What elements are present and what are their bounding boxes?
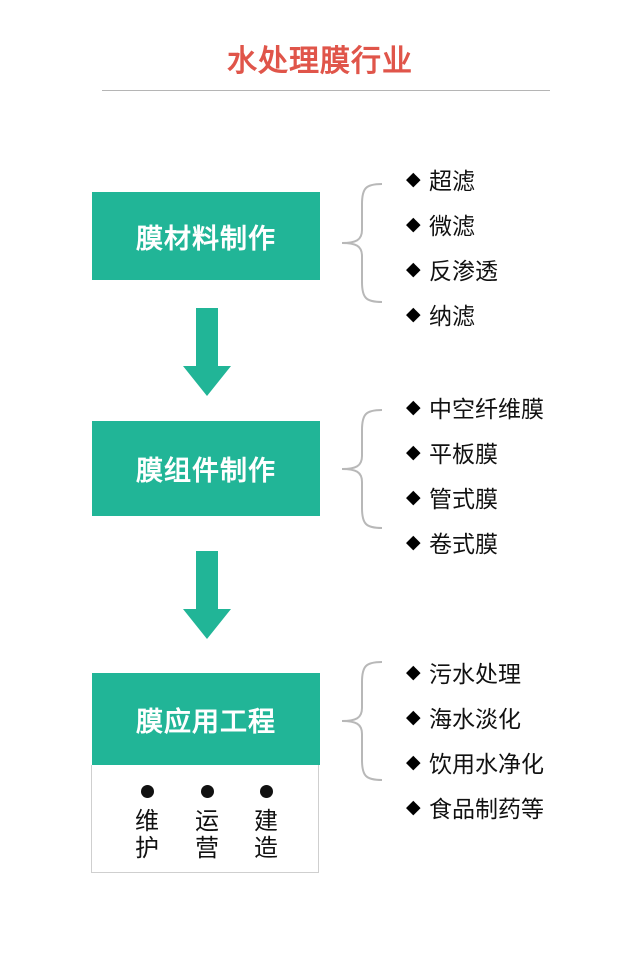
diamond-bullet-icon: ◆: [406, 167, 421, 190]
down-arrow-shape: [183, 551, 231, 639]
sub-item-operation: 运营: [187, 785, 227, 862]
list-item-label: 中空纤维膜: [429, 396, 544, 423]
list-item-label: 反渗透: [429, 258, 498, 285]
list-item: ◆ 中空纤维膜: [406, 384, 544, 429]
module-type-list: ◆ 中空纤维膜 ◆ 平板膜 ◆ 管式膜 ◆ 卷式膜: [406, 384, 544, 564]
material-type-list: ◆ 超滤 ◆ 微滤 ◆ 反渗透 ◆ 纳滤: [406, 156, 498, 336]
list-item: ◆ 微滤: [406, 201, 498, 246]
stage-box-membrane-application: 膜应用工程: [92, 673, 320, 765]
sub-item-label: 运营: [195, 807, 219, 862]
diamond-bullet-icon: ◆: [406, 302, 421, 325]
left-brace-icon: [341, 661, 383, 781]
stage-box-membrane-material: 膜材料制作: [92, 192, 320, 280]
page-title: 水处理膜行业: [227, 44, 413, 79]
list-item: ◆ 食品制药等: [406, 784, 544, 829]
sub-item-maintenance: 维护: [127, 785, 167, 862]
left-brace-icon: [341, 183, 383, 303]
diamond-bullet-icon: ◆: [406, 257, 421, 280]
list-item: ◆ 纳滤: [406, 291, 498, 336]
sub-item-label: 建造: [254, 807, 278, 862]
list-item-label: 饮用水净化: [429, 751, 544, 778]
dot-icon: [259, 785, 273, 798]
diamond-bullet-icon: ◆: [406, 660, 421, 683]
diamond-bullet-icon: ◆: [406, 440, 421, 463]
diamond-bullet-icon: ◆: [406, 212, 421, 235]
dot-icon: [140, 785, 154, 798]
diamond-bullet-icon: ◆: [406, 705, 421, 728]
stage-box-membrane-module: 膜组件制作: [92, 421, 320, 516]
list-item: ◆ 饮用水净化: [406, 739, 544, 784]
list-item-label: 管式膜: [429, 486, 498, 513]
sub-item-construction: 建造: [246, 785, 286, 862]
list-item-label: 食品制药等: [429, 796, 544, 823]
diamond-bullet-icon: ◆: [406, 750, 421, 773]
application-type-list: ◆ 污水处理 ◆ 海水淡化 ◆ 饮用水净化 ◆ 食品制药等: [406, 649, 544, 829]
list-item: ◆ 卷式膜: [406, 519, 544, 564]
sub-item-label: 维护: [135, 807, 159, 862]
application-sub-box: 维护 运营 建造: [91, 765, 319, 873]
down-arrow-1: [183, 308, 231, 396]
list-item-label: 卷式膜: [429, 531, 498, 558]
diamond-bullet-icon: ◆: [406, 530, 421, 553]
list-item: ◆ 平板膜: [406, 429, 544, 474]
left-brace-icon: [341, 409, 383, 529]
list-item: ◆ 管式膜: [406, 474, 544, 519]
dot-icon: [200, 785, 214, 798]
list-item-label: 超滤: [429, 168, 475, 195]
list-item: ◆ 污水处理: [406, 649, 544, 694]
diamond-bullet-icon: ◆: [406, 485, 421, 508]
list-item-label: 纳滤: [429, 303, 475, 330]
list-item: ◆ 超滤: [406, 156, 498, 201]
diamond-bullet-icon: ◆: [406, 395, 421, 418]
down-arrow-2: [183, 551, 231, 639]
list-item-label: 微滤: [429, 213, 475, 240]
list-item: ◆ 反渗透: [406, 246, 498, 291]
list-item: ◆ 海水淡化: [406, 694, 544, 739]
down-arrow-shape: [183, 308, 231, 396]
list-item-label: 平板膜: [429, 441, 498, 468]
title-divider: [102, 90, 550, 91]
diamond-bullet-icon: ◆: [406, 795, 421, 818]
list-item-label: 海水淡化: [429, 706, 521, 733]
list-item-label: 污水处理: [429, 661, 521, 688]
